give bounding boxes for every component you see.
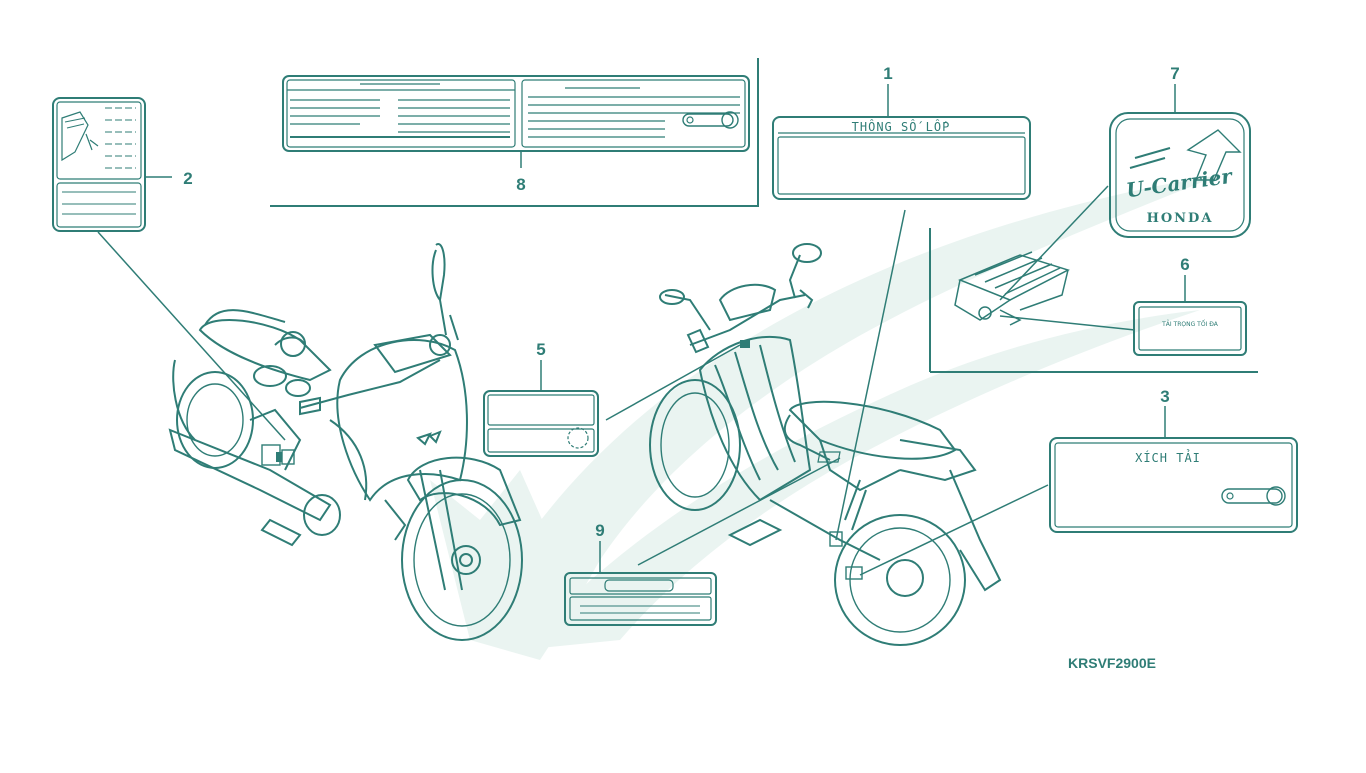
label-3 (859, 406, 1298, 576)
label-1 (772, 84, 1258, 373)
logo-script: U-Carrier (1125, 164, 1235, 203)
chain-label-text: XÍCH TẢI (1135, 449, 1201, 465)
label-8-group (270, 58, 759, 207)
logo-brand: HONDA (1147, 211, 1214, 226)
label-9 (564, 457, 841, 626)
filled-details (276, 340, 750, 462)
label-6 (1133, 275, 1247, 356)
callout-8: 8 (516, 175, 525, 194)
callout-9: 9 (595, 521, 604, 540)
callout-5: 5 (536, 340, 545, 359)
motorcycle-right (649, 243, 1002, 646)
label-2 (52, 97, 172, 232)
carrier-label-text: TẢI TRỌNG TỐI ĐA (1161, 320, 1219, 328)
callout-2: 2 (183, 169, 192, 188)
frame-8 (270, 58, 759, 207)
callout-6: 6 (1180, 255, 1189, 274)
label-5 (483, 344, 741, 457)
leader-1 (835, 209, 906, 541)
tire-label-text: THÔNG SỐ LỐP (852, 119, 951, 134)
diagram-code: KRSVF2900E (1068, 655, 1156, 671)
label-8 (282, 75, 750, 152)
label-7-logo (999, 84, 1251, 301)
callout-1: 1 (883, 64, 892, 83)
watermark-wing (430, 175, 1220, 660)
carrier-rack (954, 251, 1136, 331)
motorcycle-left (168, 243, 523, 641)
callout-7: 7 (1170, 64, 1179, 83)
leader-2 (97, 231, 286, 441)
callout-3: 3 (1160, 387, 1169, 406)
